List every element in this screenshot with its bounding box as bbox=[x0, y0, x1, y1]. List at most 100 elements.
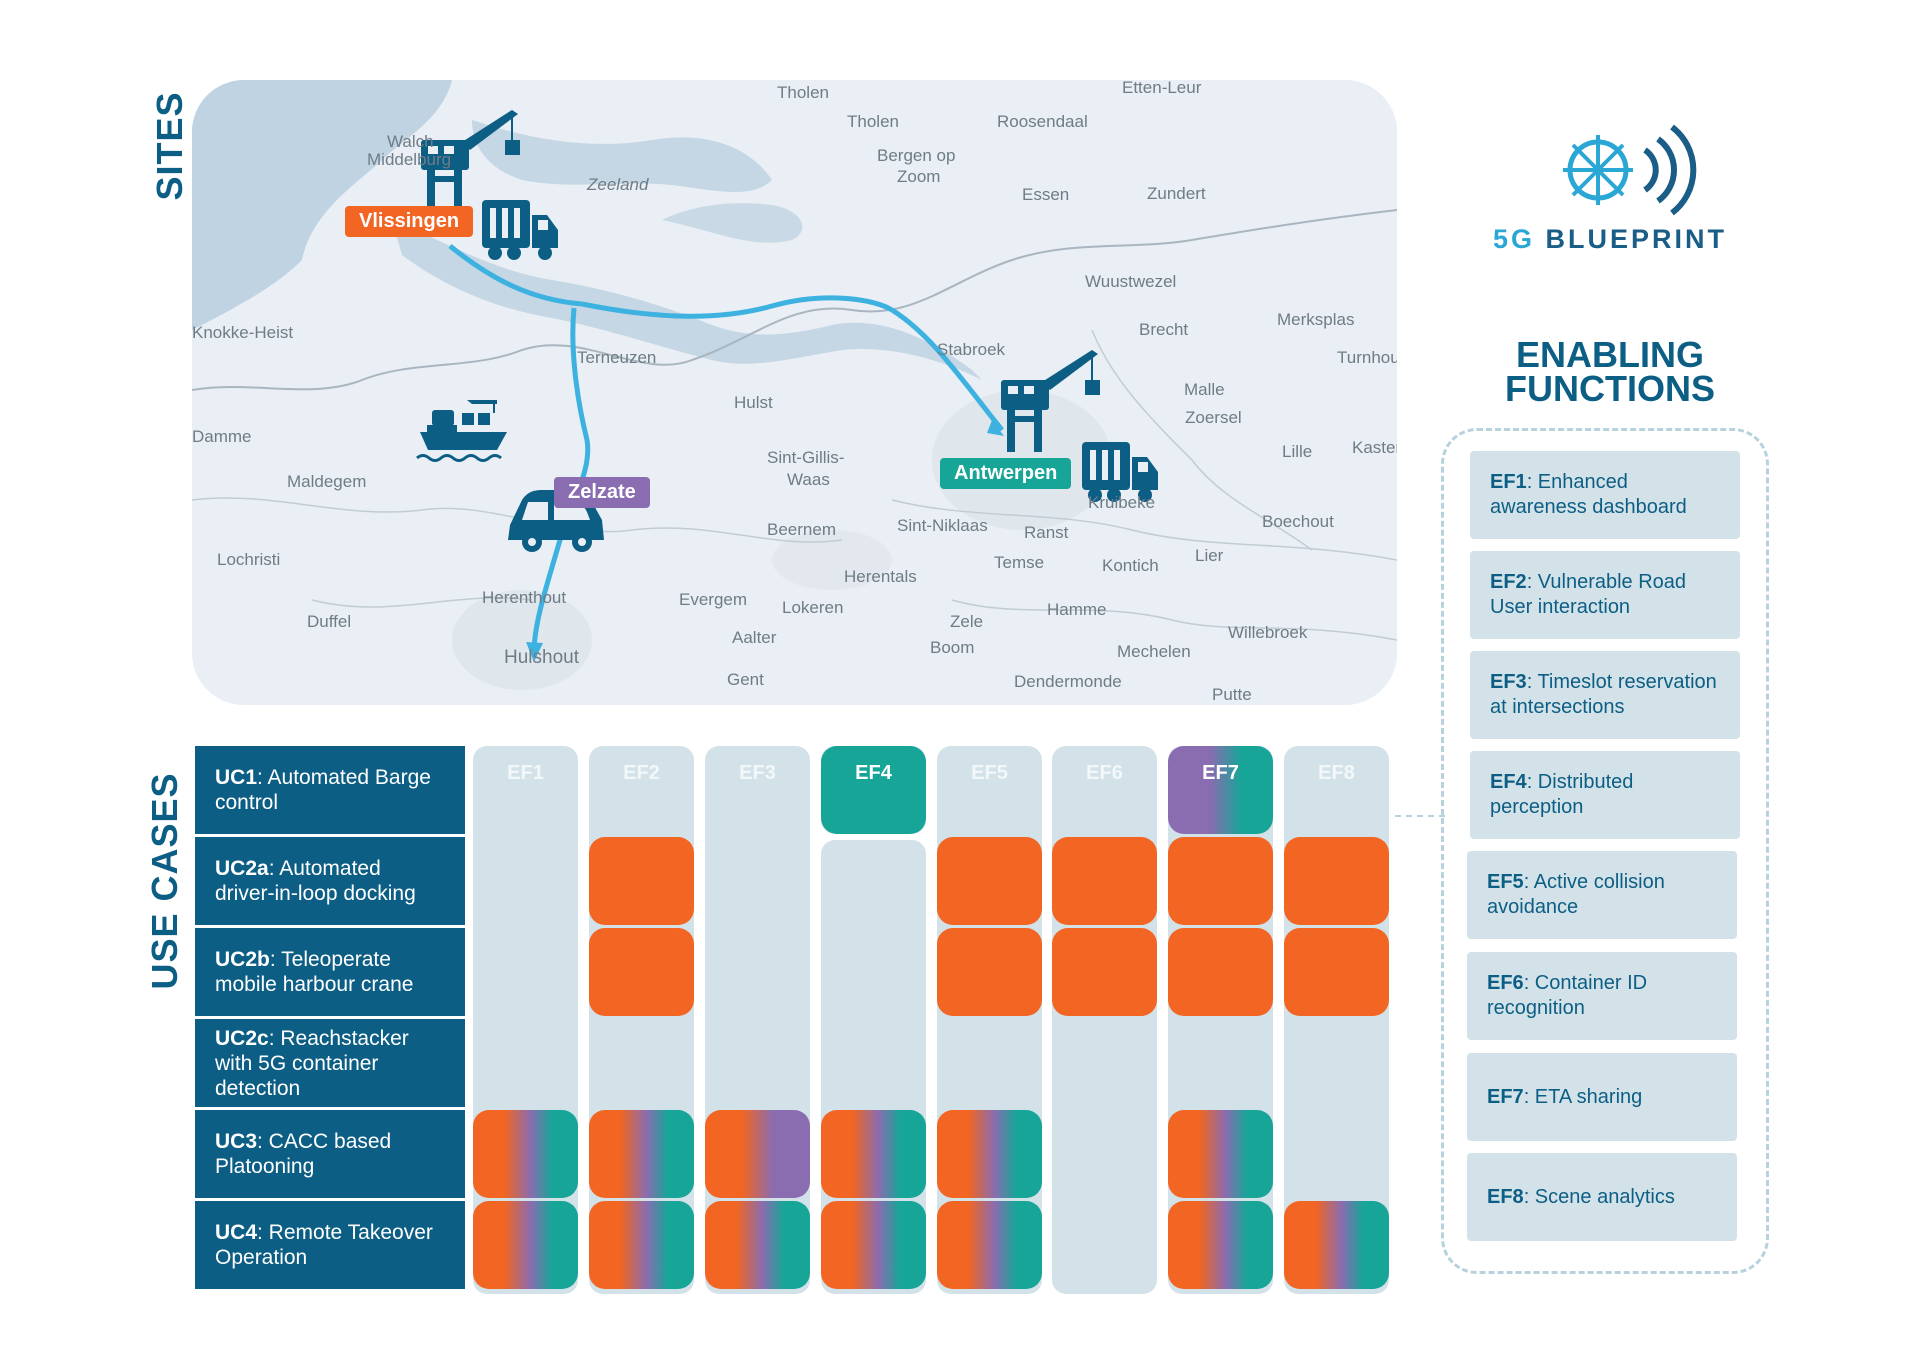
enabling-functions-title: ENABLING FUNCTIONS bbox=[1440, 337, 1780, 409]
place-label: Herenthout bbox=[482, 588, 567, 607]
sites-map: Tholen Etten-Leur Tholen Roosendaal Berg… bbox=[192, 80, 1397, 705]
place-label: Lier bbox=[1195, 546, 1224, 565]
ef7-header-highlight bbox=[1168, 746, 1273, 834]
place-label: Malle bbox=[1184, 380, 1225, 399]
ef-code: EF3 bbox=[1490, 671, 1527, 693]
matrix-cell-uc4-ef8 bbox=[1284, 1201, 1389, 1289]
place-label: Hamme bbox=[1047, 600, 1107, 619]
place-label: Ranst bbox=[1024, 523, 1069, 542]
ef-box-4: EF4: Distributed perception bbox=[1470, 751, 1740, 839]
ef-box-8: EF8: Scene analytics bbox=[1467, 1153, 1737, 1241]
arrow-antwerpen bbox=[987, 420, 1004, 436]
title-line-2: FUNCTIONS bbox=[1505, 368, 1715, 409]
place-label: Hulst bbox=[734, 393, 773, 412]
column-header-ef1: EF1 bbox=[507, 762, 544, 784]
ef-box-2: EF2: Vulnerable Road User interaction bbox=[1470, 551, 1740, 639]
logo-prefix: 5G bbox=[1492, 224, 1535, 254]
place-label: Stabroek bbox=[937, 340, 1006, 359]
column-header-ef4: EF4 bbox=[855, 762, 892, 784]
crane-icon-vlissingen bbox=[421, 110, 520, 212]
uc-text: : Automated driver-in-loop docking bbox=[215, 857, 416, 905]
uc-code: UC3 bbox=[215, 1130, 258, 1153]
ef-text: : Distributed perception bbox=[1490, 771, 1634, 818]
place-label: Merksplas bbox=[1277, 310, 1355, 329]
use-cases-label: USE CASES bbox=[144, 772, 185, 990]
place-label: Willebroek bbox=[1228, 623, 1308, 642]
place-label: Terneuzen bbox=[577, 348, 657, 367]
place-label: Boechout bbox=[1262, 512, 1334, 531]
use-case-uc1: UC1: Automated Barge control bbox=[195, 746, 465, 834]
place-label: Evergem bbox=[679, 590, 748, 609]
uc-code: UC2b bbox=[215, 948, 270, 971]
matrix-cell-uc3-ef3 bbox=[705, 1110, 810, 1198]
place-label: Zoersel bbox=[1185, 408, 1242, 427]
ef-text: : ETA sharing bbox=[1523, 1085, 1643, 1108]
uc-text: : Teleoperate mobile harbour crane bbox=[215, 948, 414, 996]
column-header-ef7: EF7 bbox=[1202, 762, 1239, 784]
enabling-functions-panel bbox=[1441, 428, 1769, 1274]
matrix-cell-uc2a-ef8 bbox=[1284, 837, 1389, 925]
use-case-uc3: UC3: CACC based Platooning bbox=[195, 1110, 465, 1198]
ef-code: EF8 bbox=[1487, 1185, 1524, 1208]
place-label: Zeeland bbox=[587, 175, 649, 194]
place-label: Mechelen bbox=[1117, 642, 1191, 661]
site-badge-zelzate: Zelzate bbox=[554, 477, 650, 508]
place-label: Walch bbox=[387, 132, 434, 151]
ef-code: EF4 bbox=[1490, 771, 1527, 793]
ef-code: EF5 bbox=[1487, 871, 1524, 893]
truck-icon-antwerpen bbox=[1082, 442, 1158, 502]
matrix-cell-uc4-ef2 bbox=[589, 1201, 694, 1289]
matrix-cell-uc2b-ef7 bbox=[1168, 928, 1273, 1016]
matrix-cell-uc2a-ef7 bbox=[1168, 837, 1273, 925]
arrow-gent bbox=[526, 642, 543, 662]
column-header-ef6: EF6 bbox=[1086, 762, 1123, 784]
matrix-cell-uc3-ef2 bbox=[589, 1110, 694, 1198]
matrix-cell-uc2b-ef5 bbox=[937, 928, 1042, 1016]
use-case-uc2c: UC2c: Reachstacker with 5G container det… bbox=[195, 1019, 465, 1107]
ef-box-7: EF7: ETA sharing bbox=[1467, 1053, 1737, 1141]
place-label: Gent bbox=[727, 670, 764, 689]
matrix-cell-uc2a-ef2 bbox=[589, 837, 694, 925]
matrix-cell-uc4-ef7 bbox=[1168, 1201, 1273, 1289]
crane-icon-antwerpen bbox=[1001, 350, 1100, 452]
place-label: Wuustwezel bbox=[1085, 272, 1177, 291]
ef-code: EF7 bbox=[1487, 1085, 1524, 1108]
uc-text: : Reachstacker with 5G container detecti… bbox=[215, 1026, 409, 1100]
place-label: Lokeren bbox=[782, 598, 844, 617]
place-label: Putte bbox=[1212, 685, 1252, 704]
place-label: Sint-Niklaas bbox=[897, 516, 988, 535]
use-case-uc2b: UC2b: Teleoperate mobile harbour crane bbox=[195, 928, 465, 1016]
place-label: Hulshout bbox=[504, 647, 579, 668]
uc-text: : Automated Barge control bbox=[215, 766, 431, 814]
connector-line bbox=[1395, 815, 1445, 817]
ship-icon-zelzate bbox=[416, 400, 507, 462]
5g-blueprint-logo-icon bbox=[1563, 124, 1697, 216]
matrix-cell-uc3-ef7 bbox=[1168, 1110, 1273, 1198]
column-header-ef8: EF8 bbox=[1318, 762, 1355, 784]
matrix-cell-uc4-ef4 bbox=[821, 1201, 926, 1289]
ef-text: : Scene analytics bbox=[1523, 1185, 1675, 1208]
logo-name: BLUEPRINT bbox=[1545, 224, 1728, 254]
place-label: Etten-Leur bbox=[1122, 80, 1202, 97]
place-label: Herentals bbox=[844, 567, 917, 586]
matrix-cell-uc2b-ef6 bbox=[1052, 928, 1157, 1016]
sites-label: SITES bbox=[149, 91, 190, 201]
ef-box-5: EF5: Active collision avoidance bbox=[1467, 851, 1737, 939]
place-label: Middelburg bbox=[367, 150, 452, 169]
column-header-ef3: EF3 bbox=[739, 762, 776, 784]
uc-code: UC4 bbox=[215, 1221, 258, 1244]
place-label: Waas bbox=[787, 470, 830, 489]
place-label: Aalter bbox=[732, 628, 777, 647]
matrix-cell-uc4-ef5 bbox=[937, 1201, 1042, 1289]
matrix-cell-uc3-ef1 bbox=[473, 1110, 578, 1198]
matrix-cell-uc2b-ef2 bbox=[589, 928, 694, 1016]
matrix-cell-uc2a-ef5 bbox=[937, 837, 1042, 925]
uc-text: : Remote Takeover Operation bbox=[215, 1221, 433, 1269]
ef4-header-highlight bbox=[821, 746, 926, 834]
place-label: Essen bbox=[1022, 185, 1070, 204]
uc-code: UC1 bbox=[215, 766, 258, 789]
uc-code: UC2c bbox=[215, 1026, 269, 1050]
place-label: Dendermonde bbox=[1014, 672, 1122, 691]
place-label: Temse bbox=[994, 553, 1045, 572]
ef-code: EF6 bbox=[1487, 972, 1524, 994]
